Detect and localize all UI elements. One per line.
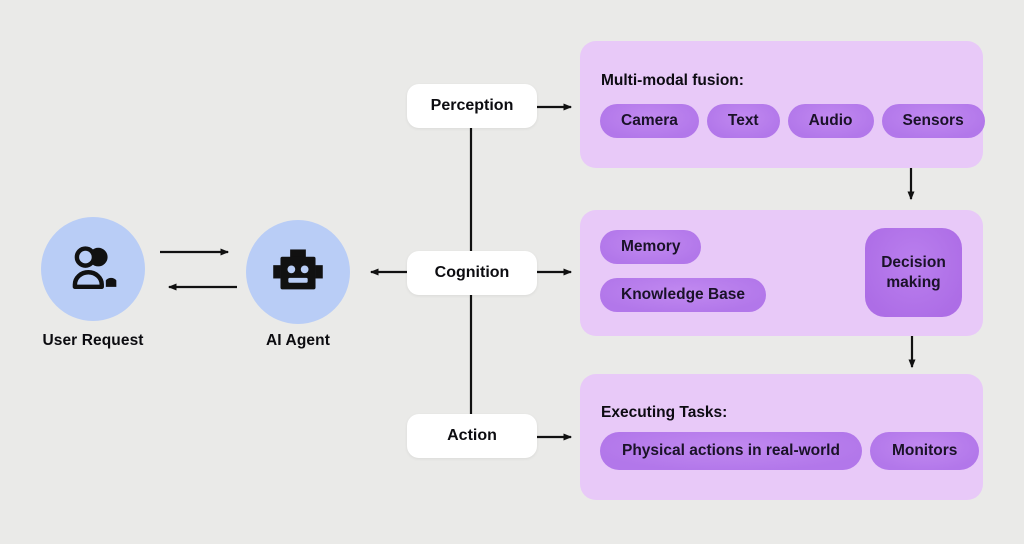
pill-camera: Camera xyxy=(600,104,699,138)
panel-perception-title: Multi-modal fusion: xyxy=(601,72,744,89)
pill-sensors: Sensors xyxy=(881,104,985,138)
users-icon xyxy=(65,239,121,300)
panel-cognition: Memory Knowledge Base Decision making xyxy=(580,210,983,336)
decision-making-box: Decision making xyxy=(865,228,962,317)
pill-monitors: Monitors xyxy=(869,432,980,470)
robot-icon xyxy=(269,241,327,304)
user-request-node xyxy=(41,217,145,321)
panel-action: Executing Tasks: Physical actions in rea… xyxy=(580,374,983,500)
ai-agent-label: AI Agent xyxy=(266,332,330,349)
stage-box-cognition: Cognition xyxy=(407,251,537,295)
perception-pill-row: Camera Text Audio Sensors xyxy=(600,104,985,138)
pill-knowledge-base: Knowledge Base xyxy=(600,278,767,312)
pill-memory: Memory xyxy=(600,230,702,264)
pill-physical-actions: Physical actions in real-world xyxy=(600,432,862,470)
action-pill-row: Physical actions in real-world Monitors xyxy=(600,432,980,470)
ai-agent-node xyxy=(246,220,350,324)
pill-text: Text xyxy=(706,104,780,138)
pill-audio: Audio xyxy=(787,104,874,138)
stage-box-action: Action xyxy=(407,414,537,458)
panel-action-title: Executing Tasks: xyxy=(601,404,728,421)
stage-box-perception: Perception xyxy=(407,84,537,128)
panel-perception: Multi-modal fusion: Camera Text Audio Se… xyxy=(580,41,985,168)
user-request-label: User Request xyxy=(42,332,144,349)
